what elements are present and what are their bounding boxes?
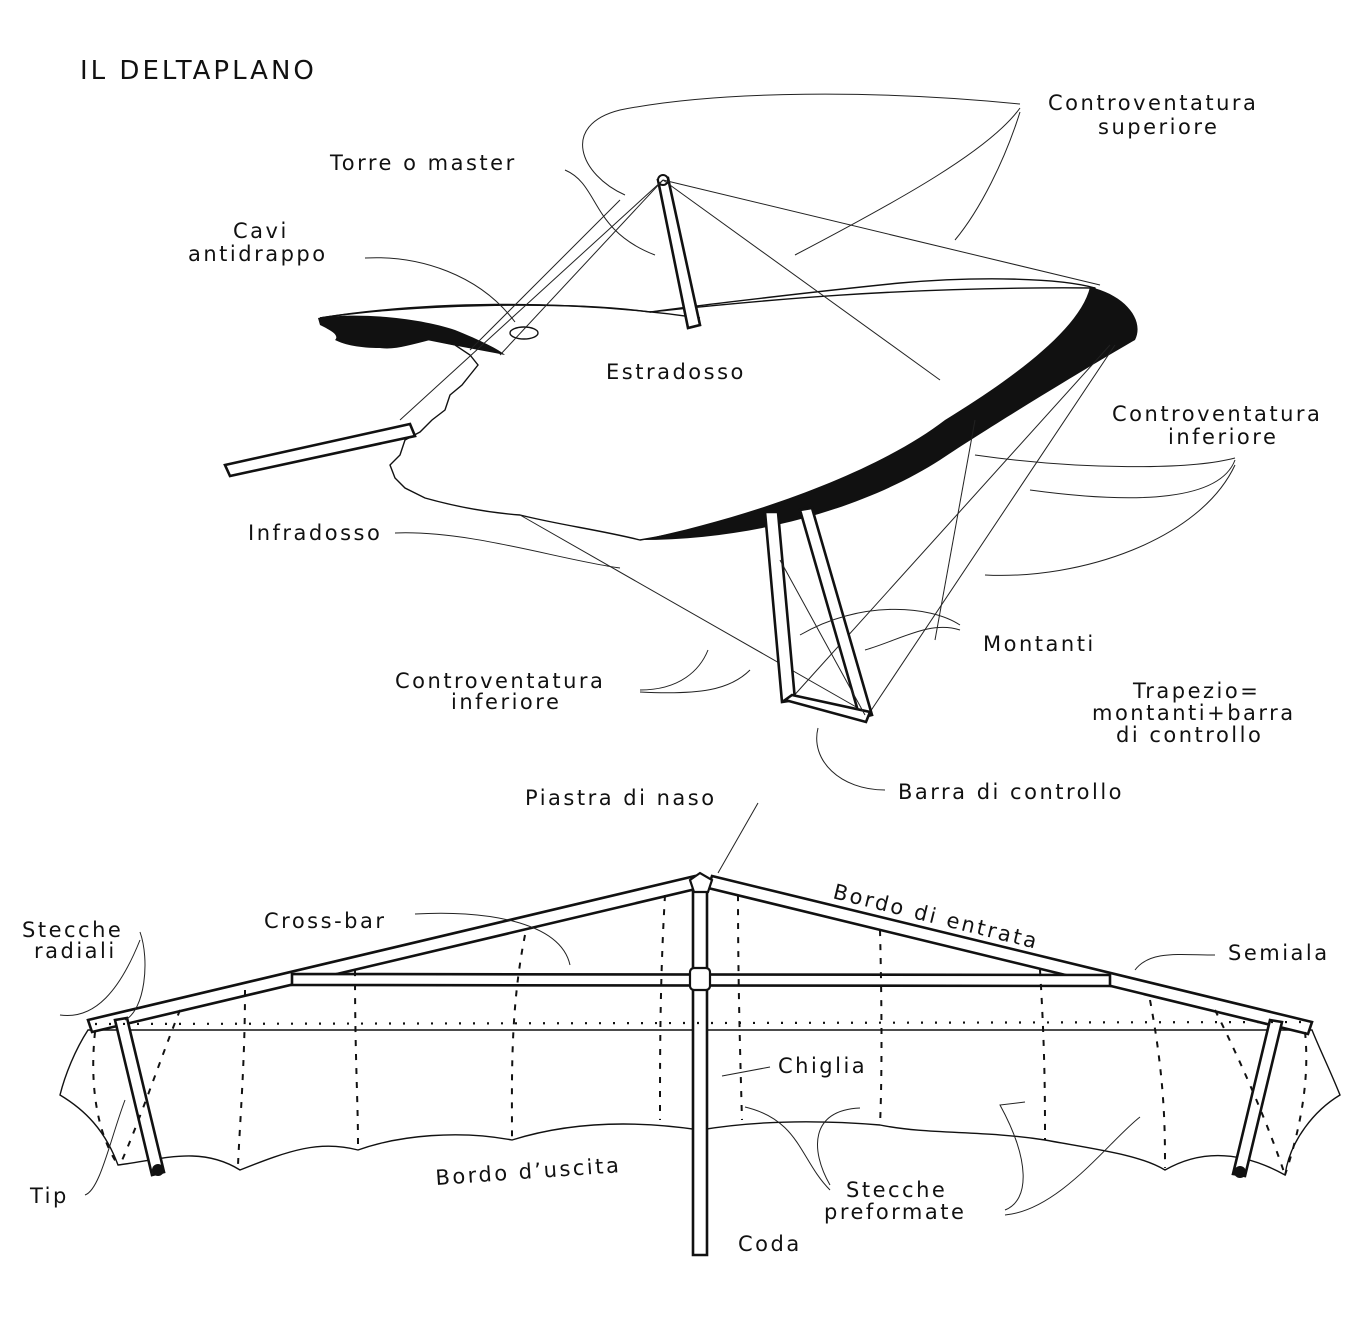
tip-struts [113,1016,1284,1178]
label-controventatura-superiore-2: superiore [1098,115,1219,139]
battens [92,894,1308,1176]
control-frame [763,506,874,724]
label-tip: Tip [29,1184,69,1208]
label-cross-bar: Cross-bar [264,909,386,933]
label-stecche-radiali-2: radiali [34,939,117,963]
surface-oval [509,326,539,340]
label-stecche-preformate-1: Stecche [846,1178,947,1202]
label-chiglia: Chiglia [778,1054,867,1078]
upper-bracing-wires [399,179,1101,421]
leading-edge-shadow [640,287,1138,540]
label-stecche-radiali-1: Stecche [22,918,123,942]
label-coda: Coda [738,1232,802,1256]
keel-tube [688,871,714,1257]
left-wingtip-shadow [318,315,505,355]
bottom-leader-lines [59,802,1216,1216]
label-trapezio-2: montanti+barra [1092,701,1296,725]
label-trapezio-3: di controllo [1116,723,1263,747]
keel-tube-top [223,422,417,478]
label-cavi: Cavi [233,219,289,243]
leading-edge-line [649,287,1096,313]
glider-perspective-view: Controventatura superiore Torre o master… [188,91,1322,804]
label-bordo-di-uscita: Bordo d’uscita [435,1153,622,1190]
tower-master [656,174,702,330]
label-semiala: Semiala [1228,941,1330,965]
label-trapezio-1: Trapezio= [1132,679,1260,703]
label-estradosso: Estradosso [606,360,746,384]
label-controventatura-inferiore-right-2: inferiore [1168,425,1278,449]
label-stecche-preformate-2: preformate [824,1200,966,1224]
label-torre-master: Torre o master [329,151,517,175]
leading-edge-line-lower [319,303,701,319]
label-controventatura-inferiore-right-1: Controventatura [1112,402,1322,426]
label-antidrappo: antidrappo [188,242,328,266]
label-barra-di-controllo: Barra di controllo [898,780,1124,804]
glider-plan-view: Piastra di naso Stecche radiali Cross-ba… [22,786,1341,1257]
label-montanti: Montanti [983,632,1096,656]
label-controventatura-inferiore-left-2: inferiore [451,690,561,714]
label-infradosso: Infradosso [248,521,382,545]
label-controventatura-superiore-1: Controventatura [1048,91,1258,115]
diagram-title: IL DELTAPLANO [80,56,317,86]
label-piastra-di-naso: Piastra di naso [525,786,717,810]
label-controventatura-inferiore-left-1: Controventatura [395,669,605,693]
top-leader-lines [364,93,1236,791]
